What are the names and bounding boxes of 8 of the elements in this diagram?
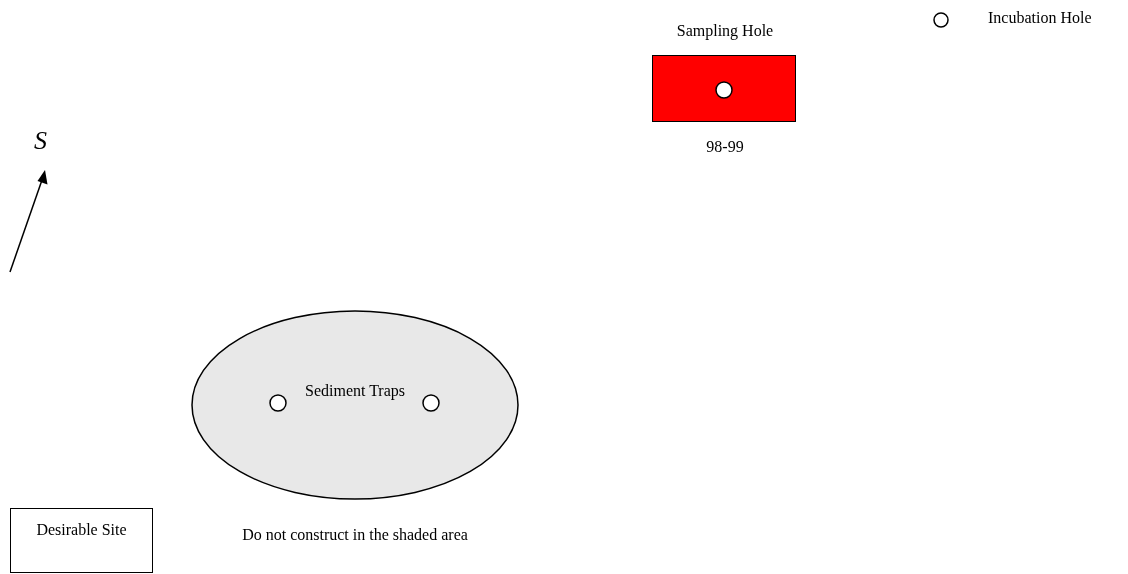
site-label: Desirable Site bbox=[35, 520, 128, 540]
caption-text: 98-99 bbox=[705, 137, 745, 157]
area-label: Sediment Traps bbox=[305, 381, 405, 401]
caption-text: Do not construct in the shaded area bbox=[241, 525, 469, 545]
legend-text: Incubation Hole bbox=[988, 9, 1092, 27]
site-box bbox=[10, 508, 153, 573]
heading-text: Sampling Hole bbox=[675, 22, 775, 40]
compass-letter: S bbox=[34, 126, 47, 156]
